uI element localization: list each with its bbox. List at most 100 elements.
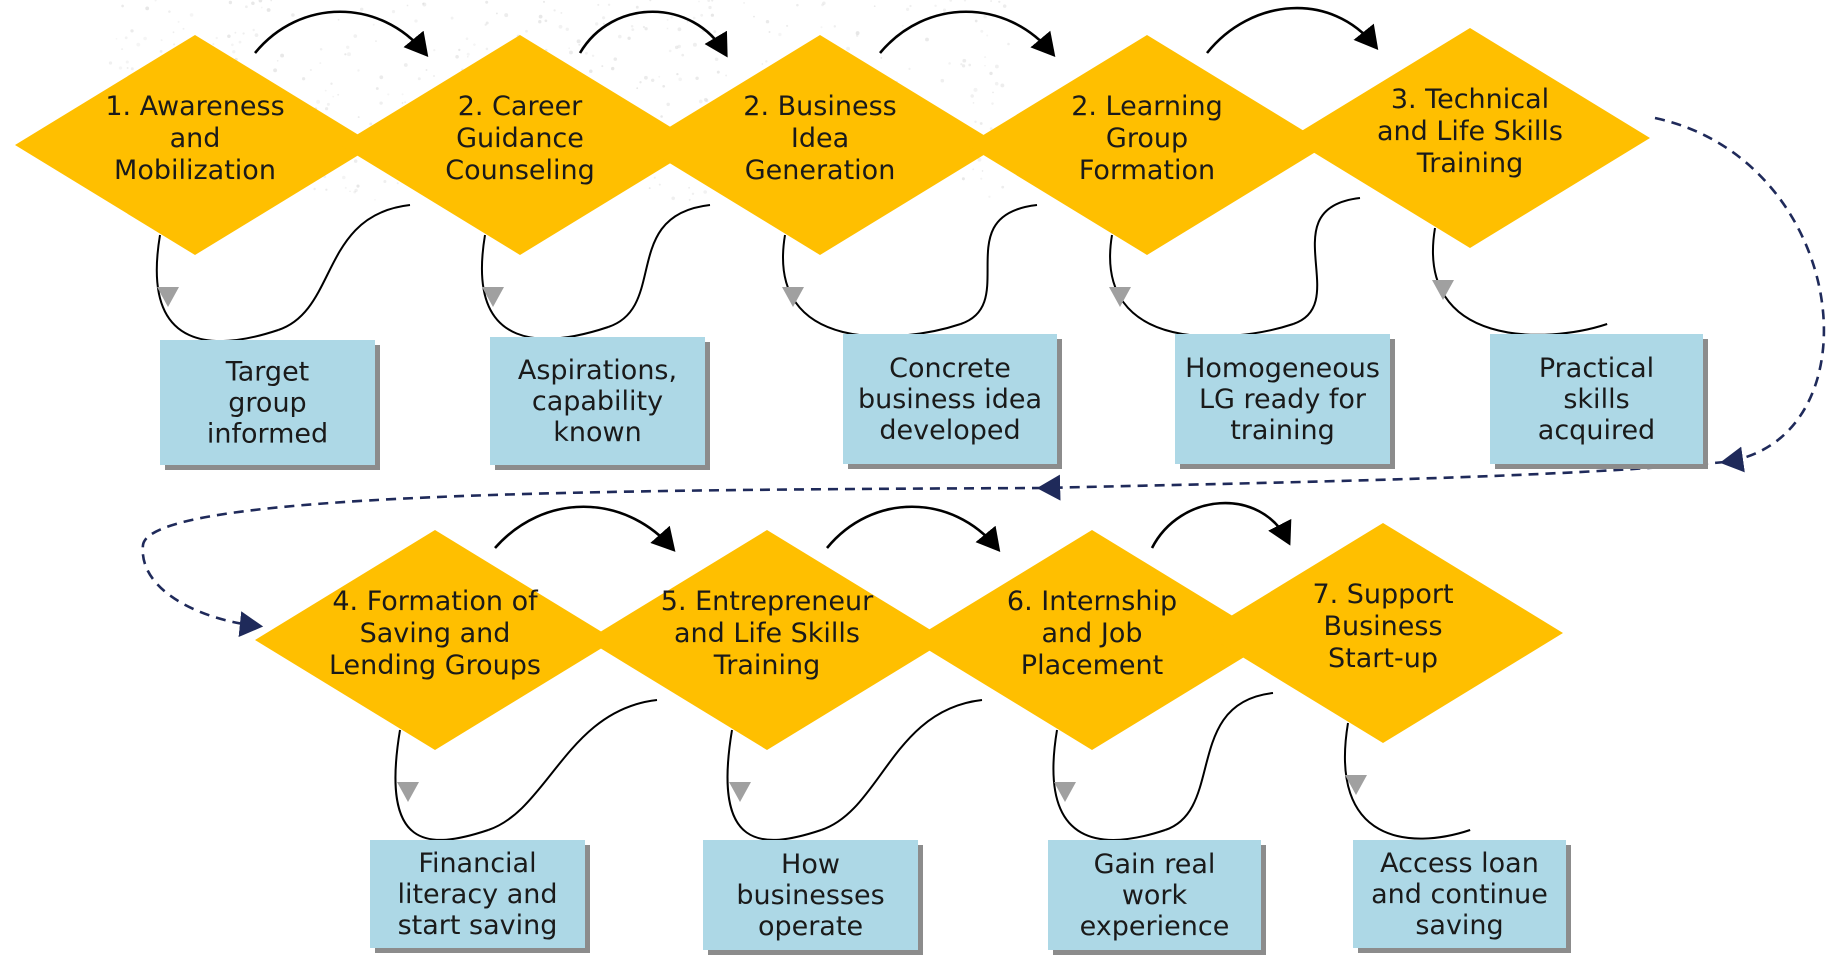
outcome-label-line: developed (879, 415, 1020, 446)
step-label-line: and Job (1042, 618, 1143, 649)
step-diamond (587, 530, 947, 750)
step-diamond (912, 530, 1272, 750)
step-label-line: Business (1323, 611, 1442, 642)
outcome-label-line: literacy and (397, 879, 557, 910)
loop-connector-8 (1164, 692, 1274, 831)
outcome-box (1490, 334, 1703, 464)
outcome-pointer-2 (482, 287, 504, 307)
outcome-pointer-3 (782, 287, 804, 307)
outcome-box (160, 340, 375, 465)
loop-connector-2 (607, 204, 711, 328)
step-label-line: Group (1106, 123, 1188, 154)
step-label-line: Start-up (1328, 643, 1438, 674)
outcome-box (490, 337, 705, 465)
outcome-label-line: How (781, 849, 840, 880)
outcome-box (1353, 840, 1566, 948)
outcome-connector-1 (155, 234, 279, 342)
step-label-line: Training (713, 650, 821, 681)
outcome-label-line: operate (758, 911, 863, 942)
outcome-pointer-4 (1109, 287, 1131, 307)
outcome-label-line: acquired (1538, 415, 1655, 446)
outcome-label-line: saving (1415, 910, 1503, 941)
outcome-label-line: informed (207, 419, 328, 450)
outcome-box (703, 840, 918, 950)
outcome-label-line: businesses (736, 880, 884, 911)
outcome-pointer-9 (1345, 775, 1367, 795)
outcome-connector-5 (1432, 227, 1608, 336)
step-diamond (1203, 523, 1563, 743)
step-diamond (640, 35, 1000, 255)
outcome-label-line: Practical (1539, 353, 1654, 384)
step-label-line: and Life Skills (674, 618, 860, 649)
outcome-pointer-1 (157, 287, 179, 307)
flow-arrow-7 (1150, 501, 1292, 549)
outcome-label-line: experience (1080, 911, 1230, 942)
step-label-line: Idea (791, 123, 849, 154)
outcome-box (1048, 840, 1261, 950)
loop-connector-6 (487, 699, 658, 831)
step-label-line: 2. Learning (1071, 91, 1223, 122)
flow-arrow-2 (578, 10, 728, 58)
step-label-line: 2. Business (743, 91, 896, 122)
step-label-line: 3. Technical (1391, 84, 1549, 115)
step-diamond (255, 530, 615, 750)
step-label-line: Counseling (445, 155, 595, 186)
outcome-label-line: Gain real (1094, 849, 1216, 880)
outcome-connector-6 (394, 729, 489, 841)
outcome-box (843, 334, 1057, 464)
outcome-box (1175, 334, 1390, 464)
outcome-connector-3 (782, 234, 962, 338)
step-diamond (15, 35, 375, 255)
outcome-connector-4 (1109, 234, 1294, 338)
outcome-label-line: Aspirations, (518, 355, 677, 386)
outcome-label-line: Target (225, 357, 310, 388)
step-diamond (1290, 28, 1650, 248)
loop-connector-7 (820, 699, 983, 831)
flow-arrow-5 (494, 505, 676, 552)
step-diamond (967, 35, 1327, 255)
loop-connector-1 (277, 204, 411, 331)
step-label-line: 2. Career (458, 91, 583, 122)
outcome-label-line: skills (1563, 384, 1629, 415)
step-label-line: 7. Support (1312, 579, 1453, 610)
outcome-pointer-7 (729, 782, 751, 802)
outcome-label-line: Financial (418, 848, 536, 879)
step-label-line: and (170, 123, 221, 154)
outcome-box (370, 840, 585, 948)
outcome-label-line: work (1122, 880, 1188, 911)
outcome-label-line: capability (532, 386, 663, 417)
step-label-line: and Life Skills (1377, 116, 1563, 147)
dashed-connector-row1-to-row2 (1654, 116, 1826, 473)
outcome-pointer-6 (397, 782, 419, 802)
step-label-line: 5. Entrepreneur (661, 586, 874, 617)
outcome-label-line: Concrete (889, 353, 1011, 384)
step-label-line: Saving and (360, 618, 511, 649)
outcome-connector-8 (1052, 729, 1166, 841)
loop-connector-3 (960, 204, 1038, 325)
outcome-label-line: group (228, 388, 306, 419)
outcome-label-line: and continue (1371, 879, 1548, 910)
dashed-connector-return (1036, 460, 1726, 501)
step-label-line: Training (1416, 148, 1524, 179)
outcome-label-line: Homogeneous (1185, 353, 1380, 384)
outcome-pointer-8 (1054, 782, 1076, 802)
step-label-line: Placement (1021, 650, 1163, 681)
step-label-line: Generation (745, 155, 896, 186)
